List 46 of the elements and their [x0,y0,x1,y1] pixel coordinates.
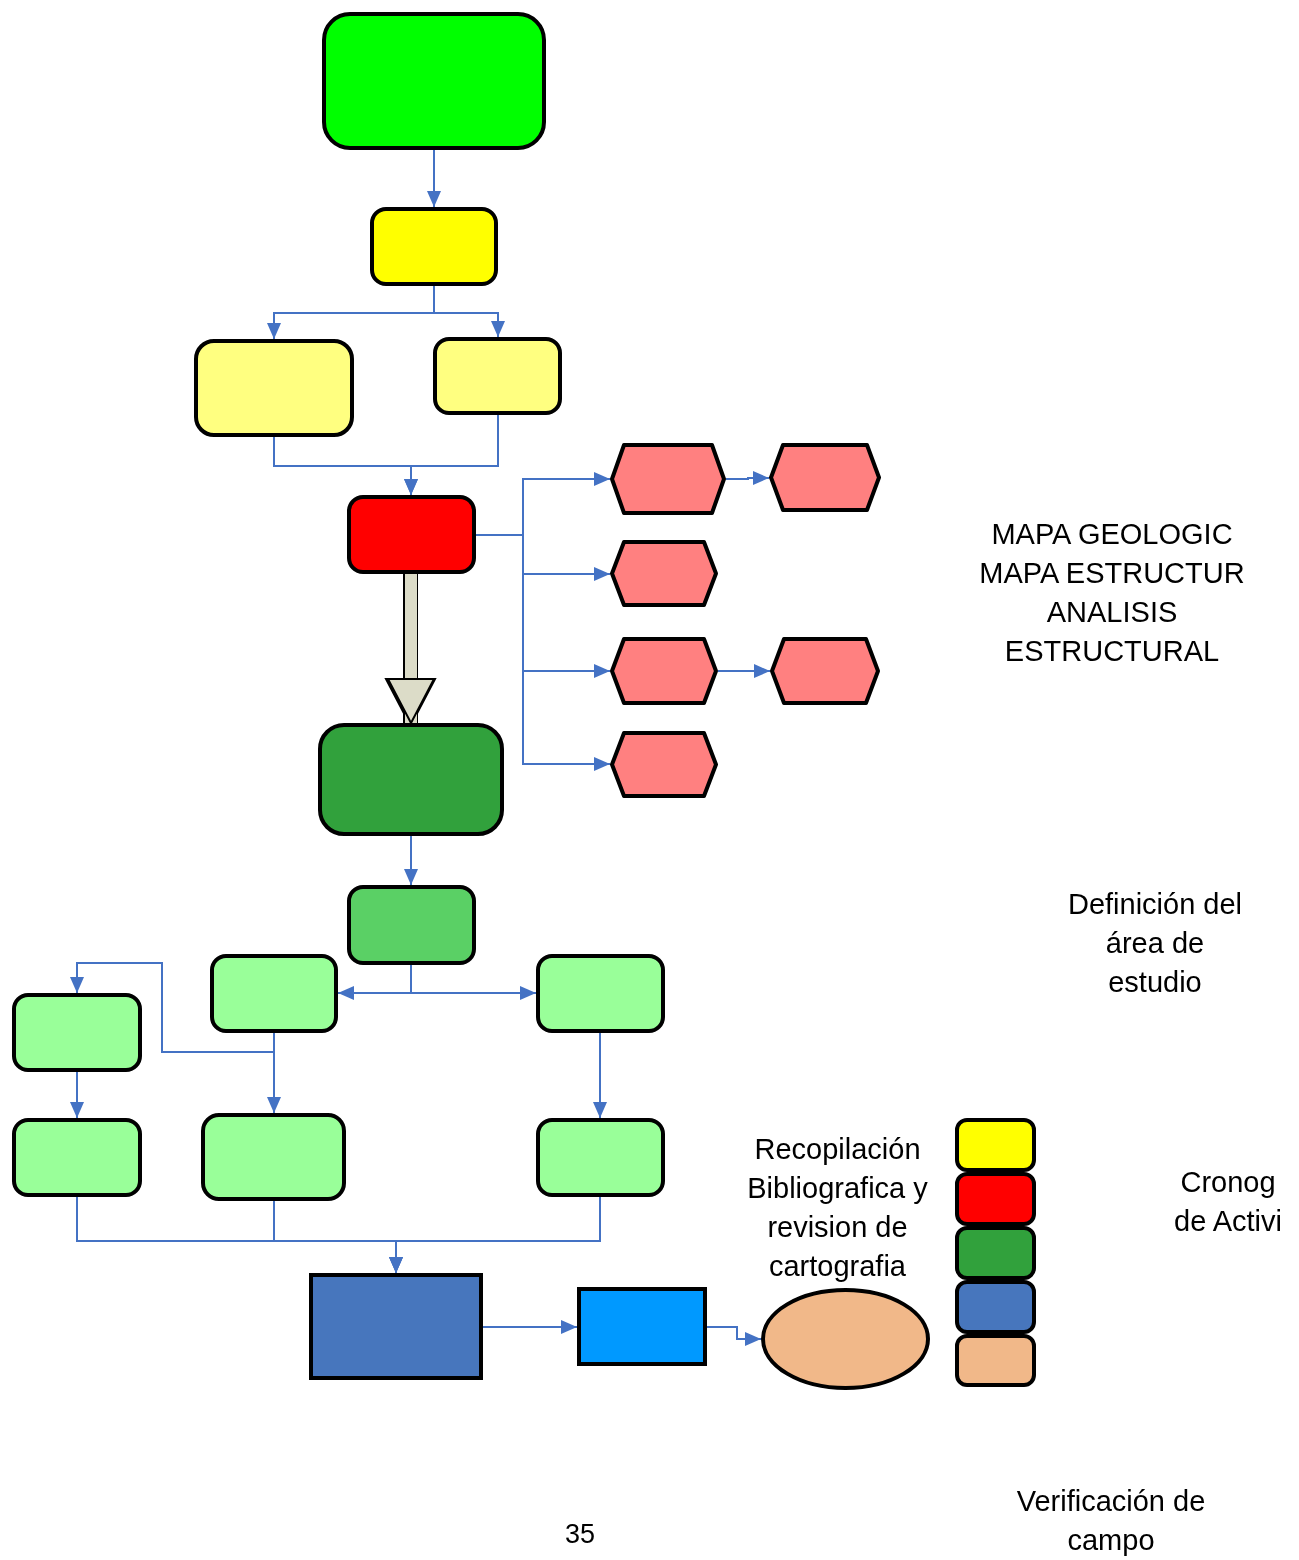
process-box [322,12,546,150]
ellipse-node [761,1288,930,1390]
process-box [318,723,504,836]
connector-arrow [404,414,499,496]
connector-arrow [433,285,505,338]
connector-arrow [70,1071,84,1119]
process-box [433,337,562,415]
connector-arrow [475,534,611,771]
hexagon-node [770,637,880,705]
process-box [12,1118,142,1197]
process-box [577,1287,707,1366]
connector-arrow [410,964,537,1000]
connector-arrow [717,664,771,678]
process-box [12,993,142,1072]
process-box [347,495,476,574]
process-box [309,1273,483,1380]
annotation-text: Cronog de Activi [1173,1165,1283,1239]
annotation-text: Recopilación Bibliografica y revision de cartografia [746,1132,929,1284]
page-number: 35 [563,1518,596,1551]
connector-arrow [404,835,418,886]
connector-arrow [593,1032,607,1119]
process-box [370,207,498,286]
process-box [347,885,476,965]
color-block [955,1334,1036,1387]
hexagon-node [610,637,718,705]
connector-arrow [725,471,770,485]
connector-arrow [482,1320,578,1334]
hexagon-node [610,731,718,798]
color-block [955,1118,1036,1172]
block-arrow [387,574,435,724]
annotation-text: MAPA GEOLOGIC MAPA ESTRUCTUR ANALISIS ESTRUCTURAL [978,517,1246,669]
annotation-text: Definición del área de estudio [1066,887,1244,1000]
hexagon-node [610,540,718,607]
connector-arrow [267,1032,281,1114]
process-box [210,954,338,1033]
hexagon-node [769,443,881,512]
process-box [201,1113,346,1201]
annotation-text: Verificación de campo [1015,1484,1207,1558]
connector-arrow [427,149,441,208]
process-box [536,954,665,1033]
process-box [536,1118,665,1197]
connector-arrow [706,1326,762,1346]
connector-arrow [70,962,275,1053]
process-box [194,339,354,437]
connector-arrow [389,1196,601,1274]
hexagon-node [610,443,726,515]
